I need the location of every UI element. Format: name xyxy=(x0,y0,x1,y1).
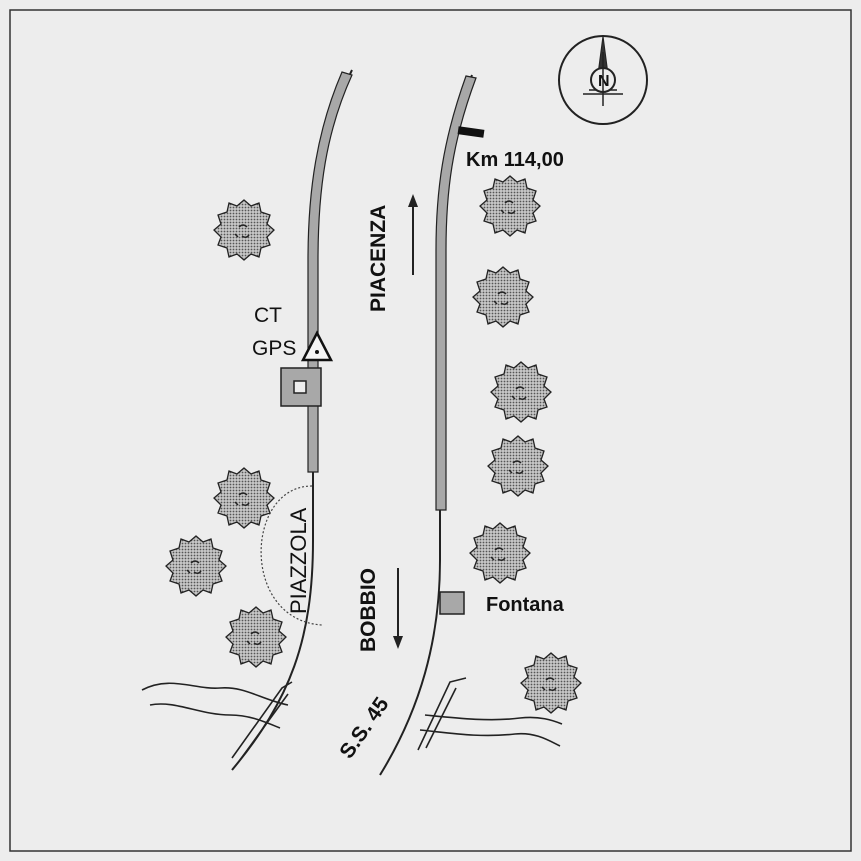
fountain-label: Fontana xyxy=(486,594,565,616)
bridge-railing-right xyxy=(417,677,467,751)
bridge-railing-right-inner xyxy=(425,687,457,749)
sidewalk-left xyxy=(307,71,353,473)
compass-rose-icon: N xyxy=(558,35,648,125)
gps-station-triangle-icon xyxy=(300,330,334,362)
tree-icon xyxy=(487,435,549,497)
rest-area-label: PIAZZOLA xyxy=(286,507,311,614)
map-frame xyxy=(9,9,852,852)
stream-left-upper xyxy=(141,682,289,706)
direction-arrow-icon xyxy=(393,568,403,649)
rest-area-outline xyxy=(260,485,323,626)
road-right-edge xyxy=(379,74,473,776)
tree-icon xyxy=(213,467,275,529)
stream-left-lower xyxy=(149,703,281,729)
tree-icon xyxy=(469,522,531,584)
station-label-ct: CT xyxy=(254,304,282,327)
tree-icon xyxy=(213,199,275,261)
road-left-edge xyxy=(231,69,353,771)
km-marker-label: Km 114,00 xyxy=(466,149,564,171)
tree-icon xyxy=(479,175,541,237)
sidewalk-right xyxy=(435,75,477,511)
direction-north-label: PIACENZA xyxy=(367,205,390,312)
stream-right-upper xyxy=(424,714,563,725)
road-name-label: S.S. 45 xyxy=(335,693,394,763)
direction-arrow-icon xyxy=(408,194,418,275)
tree-icon xyxy=(490,361,552,423)
tree-icon xyxy=(165,535,227,597)
station-label-gps: GPS xyxy=(252,337,296,360)
bridge-railing-left-inner xyxy=(239,693,289,761)
direction-south-label: BOBBIO xyxy=(357,568,380,652)
bridge-railing-left xyxy=(231,681,293,759)
tree-icon xyxy=(225,606,287,668)
compass-letter: N xyxy=(598,73,610,90)
fountain-square-icon xyxy=(439,591,465,615)
km-marker-post xyxy=(457,126,485,138)
station-pillar-square xyxy=(280,367,322,407)
tree-icon xyxy=(520,652,582,714)
tree-icon xyxy=(472,266,534,328)
stream-right-lower xyxy=(419,729,561,747)
